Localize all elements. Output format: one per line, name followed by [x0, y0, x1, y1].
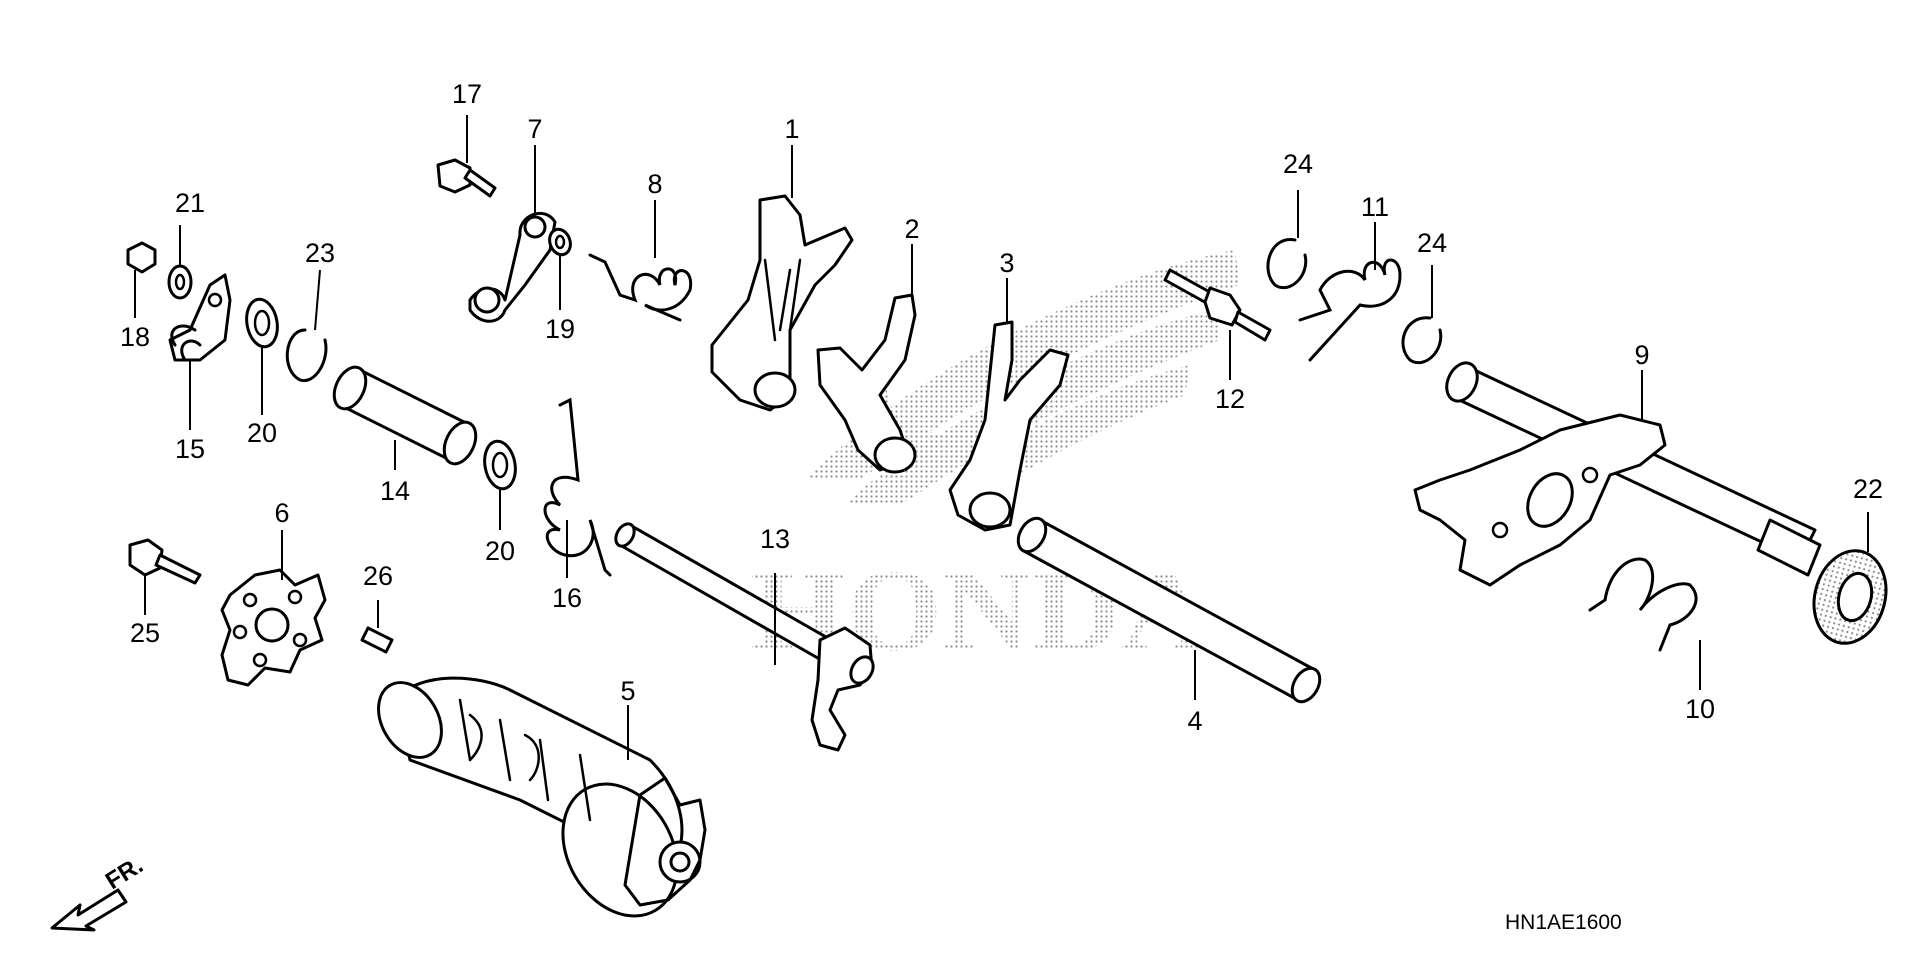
callout-19: 19	[545, 314, 575, 344]
callout-12: 12	[1215, 384, 1245, 414]
callout-24b: 24	[1417, 228, 1447, 258]
callout-7: 7	[527, 114, 542, 144]
arrow-front-icon	[50, 888, 128, 932]
part-20-washer-lower[interactable]	[481, 439, 519, 491]
part-11-spring[interactable]	[1298, 258, 1402, 362]
callout-15: 15	[175, 434, 205, 464]
callout-14: 14	[380, 476, 410, 506]
callout-26: 26	[363, 561, 393, 591]
part-14-collar[interactable]	[328, 362, 482, 469]
part-15-bracket[interactable]	[168, 273, 232, 362]
part-19-washer[interactable]	[546, 226, 574, 257]
part-26-dowel-pin[interactable]	[360, 626, 394, 654]
part-13-shift-shaft[interactable]	[612, 521, 878, 752]
callout-16: 16	[552, 583, 582, 613]
part-18-nut[interactable]	[126, 241, 157, 274]
part-9-gearshift-spindle[interactable]	[1413, 358, 1822, 587]
part-17-bolt[interactable]	[436, 158, 497, 198]
part-16-spring[interactable]	[543, 397, 612, 577]
callout-25: 25	[130, 618, 160, 648]
callout-18: 18	[120, 322, 150, 352]
part-1-shift-fork[interactable]	[710, 194, 854, 412]
callout-2: 2	[904, 214, 919, 244]
callout-3: 3	[999, 248, 1014, 278]
part-5-shift-drum[interactable]	[366, 671, 707, 936]
part-10-spring[interactable]	[1588, 557, 1698, 652]
callout-17: 17	[452, 79, 482, 109]
part-23-circlip[interactable]	[285, 328, 328, 383]
leader-lines	[134, 115, 1869, 760]
part-8-return-spring[interactable]	[588, 253, 693, 322]
callout-20a: 20	[247, 418, 277, 448]
callout-13: 13	[760, 524, 790, 554]
callout-20b: 20	[485, 536, 515, 566]
callout-5: 5	[620, 676, 635, 706]
callout-9: 9	[1634, 340, 1649, 370]
part-24-circlip-upper[interactable]	[1266, 238, 1308, 290]
part-25-bolt[interactable]	[128, 538, 202, 585]
callout-11: 11	[1361, 192, 1389, 222]
part-22-oil-seal[interactable]	[1804, 543, 1896, 652]
part-7-stopper-arm[interactable]	[468, 211, 557, 323]
part-6-star-plate[interactable]	[220, 568, 327, 687]
callout-24a: 24	[1283, 149, 1313, 179]
callout-23: 23	[305, 238, 335, 268]
part-12-stud-bolt[interactable]	[1163, 268, 1272, 342]
part-21-washer[interactable]	[167, 264, 193, 300]
part-4-fork-shaft[interactable]	[1013, 513, 1326, 706]
front-direction-indicator: FR.	[50, 852, 148, 932]
callout-1: 1	[784, 114, 799, 144]
callout-numbers: 1 2 3 4 5 6 7 8 9 10 11 12 13 14 15 16 1…	[120, 79, 1883, 736]
callout-8: 8	[647, 169, 662, 199]
part-3-shift-fork[interactable]	[948, 320, 1070, 532]
part-20-washer-upper[interactable]	[243, 297, 281, 349]
diagram-code: HN1AE1600	[1505, 911, 1622, 934]
callout-22: 22	[1853, 474, 1883, 504]
callout-6: 6	[274, 498, 289, 528]
front-direction-label: FR.	[101, 852, 148, 895]
callout-10: 10	[1685, 694, 1715, 724]
callout-4: 4	[1187, 706, 1202, 736]
part-24-circlip-lower[interactable]	[1401, 316, 1443, 365]
part-2-shift-fork[interactable]	[816, 293, 917, 474]
callout-21: 21	[175, 188, 205, 218]
